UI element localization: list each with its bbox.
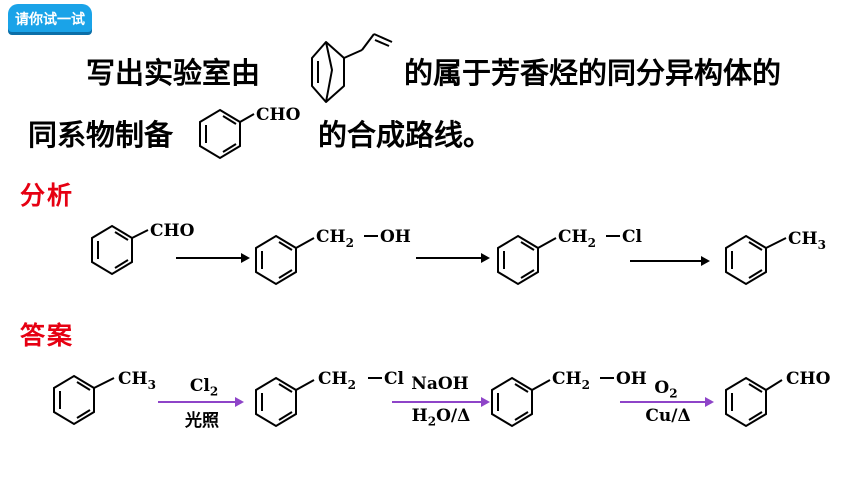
step1-condition: 光照	[185, 411, 219, 431]
group-cl: Cl	[622, 227, 643, 247]
svg-text:CH2: CH2	[558, 227, 596, 250]
group-oh: OH	[380, 227, 411, 247]
answer-arrow-3	[620, 397, 714, 407]
group-ch2: CH	[558, 227, 588, 247]
step2-reagent: NaOH	[411, 374, 469, 394]
group-cho: CHO	[150, 221, 195, 241]
svg-text:CH2: CH2	[318, 369, 356, 392]
group-oh: OH	[616, 369, 647, 389]
group-cho: CHO	[786, 369, 831, 389]
answer-label: 答案	[20, 321, 75, 350]
section-tag: 请你试一试	[8, 4, 92, 32]
subscript-2: 2	[588, 236, 596, 250]
toluene-structure-answer: CH3	[53, 369, 156, 426]
group-ch2: CH	[316, 227, 346, 247]
analysis-arrow-3	[630, 256, 710, 266]
group-cho: CHO	[256, 105, 301, 125]
group-ch3: CH	[788, 229, 818, 249]
svg-text:CH3: CH3	[788, 229, 826, 252]
group-ch2: CH	[318, 369, 348, 389]
answer-arrow-1	[158, 397, 244, 407]
benzyl-chloride-structure-answer: CH2 Cl	[255, 369, 405, 428]
question-line2-part2: 的合成路线。	[318, 118, 493, 152]
group-ch3: CH	[118, 369, 148, 389]
step1-reagent: Cl2	[189, 376, 219, 399]
group-ch2: CH	[552, 369, 582, 389]
benzaldehyde-structure-analysis: CHO	[91, 221, 195, 276]
step2-condition: H2O/Δ	[411, 406, 471, 429]
toluene-structure-analysis: CH3	[725, 229, 826, 286]
benzyl-chloride-structure-analysis: CH2 Cl	[497, 227, 643, 286]
vinyl-norbornene-structure	[311, 33, 393, 103]
group-cl: Cl	[384, 369, 405, 389]
section-tag-label: 请你试一试	[15, 12, 85, 28]
step3-reagent: O2	[654, 378, 678, 401]
subscript-2: 2	[582, 378, 590, 392]
question-line1-part2: 的属于芳香烃的同分异构体的	[404, 56, 782, 90]
subscript-3: 3	[818, 238, 826, 252]
analysis-arrow-2	[416, 253, 490, 263]
benzyl-alcohol-structure-analysis: CH2 OH	[255, 227, 411, 286]
answer-arrow-2	[392, 397, 490, 407]
benzaldehyde-structure-answer: CHO	[725, 369, 831, 428]
analysis-arrow-1	[176, 253, 250, 263]
subscript-3: 3	[148, 378, 156, 392]
benzaldehyde-structure-question: CHO	[199, 105, 301, 160]
subscript-2: 2	[346, 236, 354, 250]
svg-text:CH3: CH3	[118, 369, 156, 392]
step3-condition: Cu/Δ	[645, 406, 691, 426]
subscript-2: 2	[348, 378, 356, 392]
svg-text:CH2: CH2	[552, 369, 590, 392]
svg-text:CH2: CH2	[316, 227, 354, 250]
benzyl-alcohol-structure-answer: CH2 OH	[491, 369, 647, 428]
analysis-label: 分析	[20, 181, 75, 210]
question-line2-part1: 同系物制备	[28, 118, 174, 152]
question-line1-part1: 写出实验室由	[86, 56, 261, 90]
